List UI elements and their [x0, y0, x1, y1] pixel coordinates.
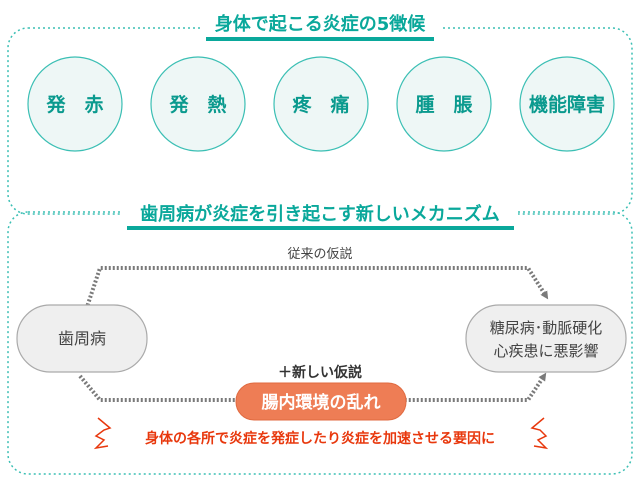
periodontal-disease-label: 歯周病 — [58, 329, 106, 348]
warning-text: 身体の各所で炎症を発症したり炎症を加速させる要因に — [145, 430, 495, 447]
symptom-dysfunction: 機能障害 — [529, 93, 605, 116]
burst-icon-left — [93, 417, 112, 450]
burst-icon-right — [530, 417, 549, 450]
conventional-path-arrow — [78, 266, 549, 329]
conventional-hypothesis-label: 従来の仮説 — [287, 246, 352, 262]
symptom-pain: 疼 痛 — [292, 93, 349, 116]
symptom-fever: 発 熱 — [168, 93, 226, 116]
symptom-swelling: 腫 脹 — [415, 93, 472, 116]
disease-impact-node — [465, 304, 627, 373]
periodontal-disease-node — [16, 304, 148, 373]
mechanism-title: 歯周病が炎症を引き起こす新しいメカニズム — [140, 203, 500, 225]
gut-environment-node — [235, 382, 407, 421]
disease-impact-line1: 糖尿病･動脈硬化 — [490, 319, 603, 337]
mechanism-title-underline — [127, 226, 514, 230]
new-hypothesis-label: ＋新しい仮説 — [278, 364, 362, 381]
gut-environment-label: 腸内環境の乱れ — [262, 392, 381, 413]
symptoms-title: 身体で起こる炎症の5徴候 — [215, 13, 427, 35]
disease-impact-line2: 心疾患に悪影響 — [493, 342, 598, 360]
symptom-circles: 発 赤 発 熱 疼 痛 腫 脹 機能障害 — [27, 56, 615, 152]
title-underline — [206, 37, 434, 41]
symptom-redness: 発 赤 — [45, 93, 103, 116]
